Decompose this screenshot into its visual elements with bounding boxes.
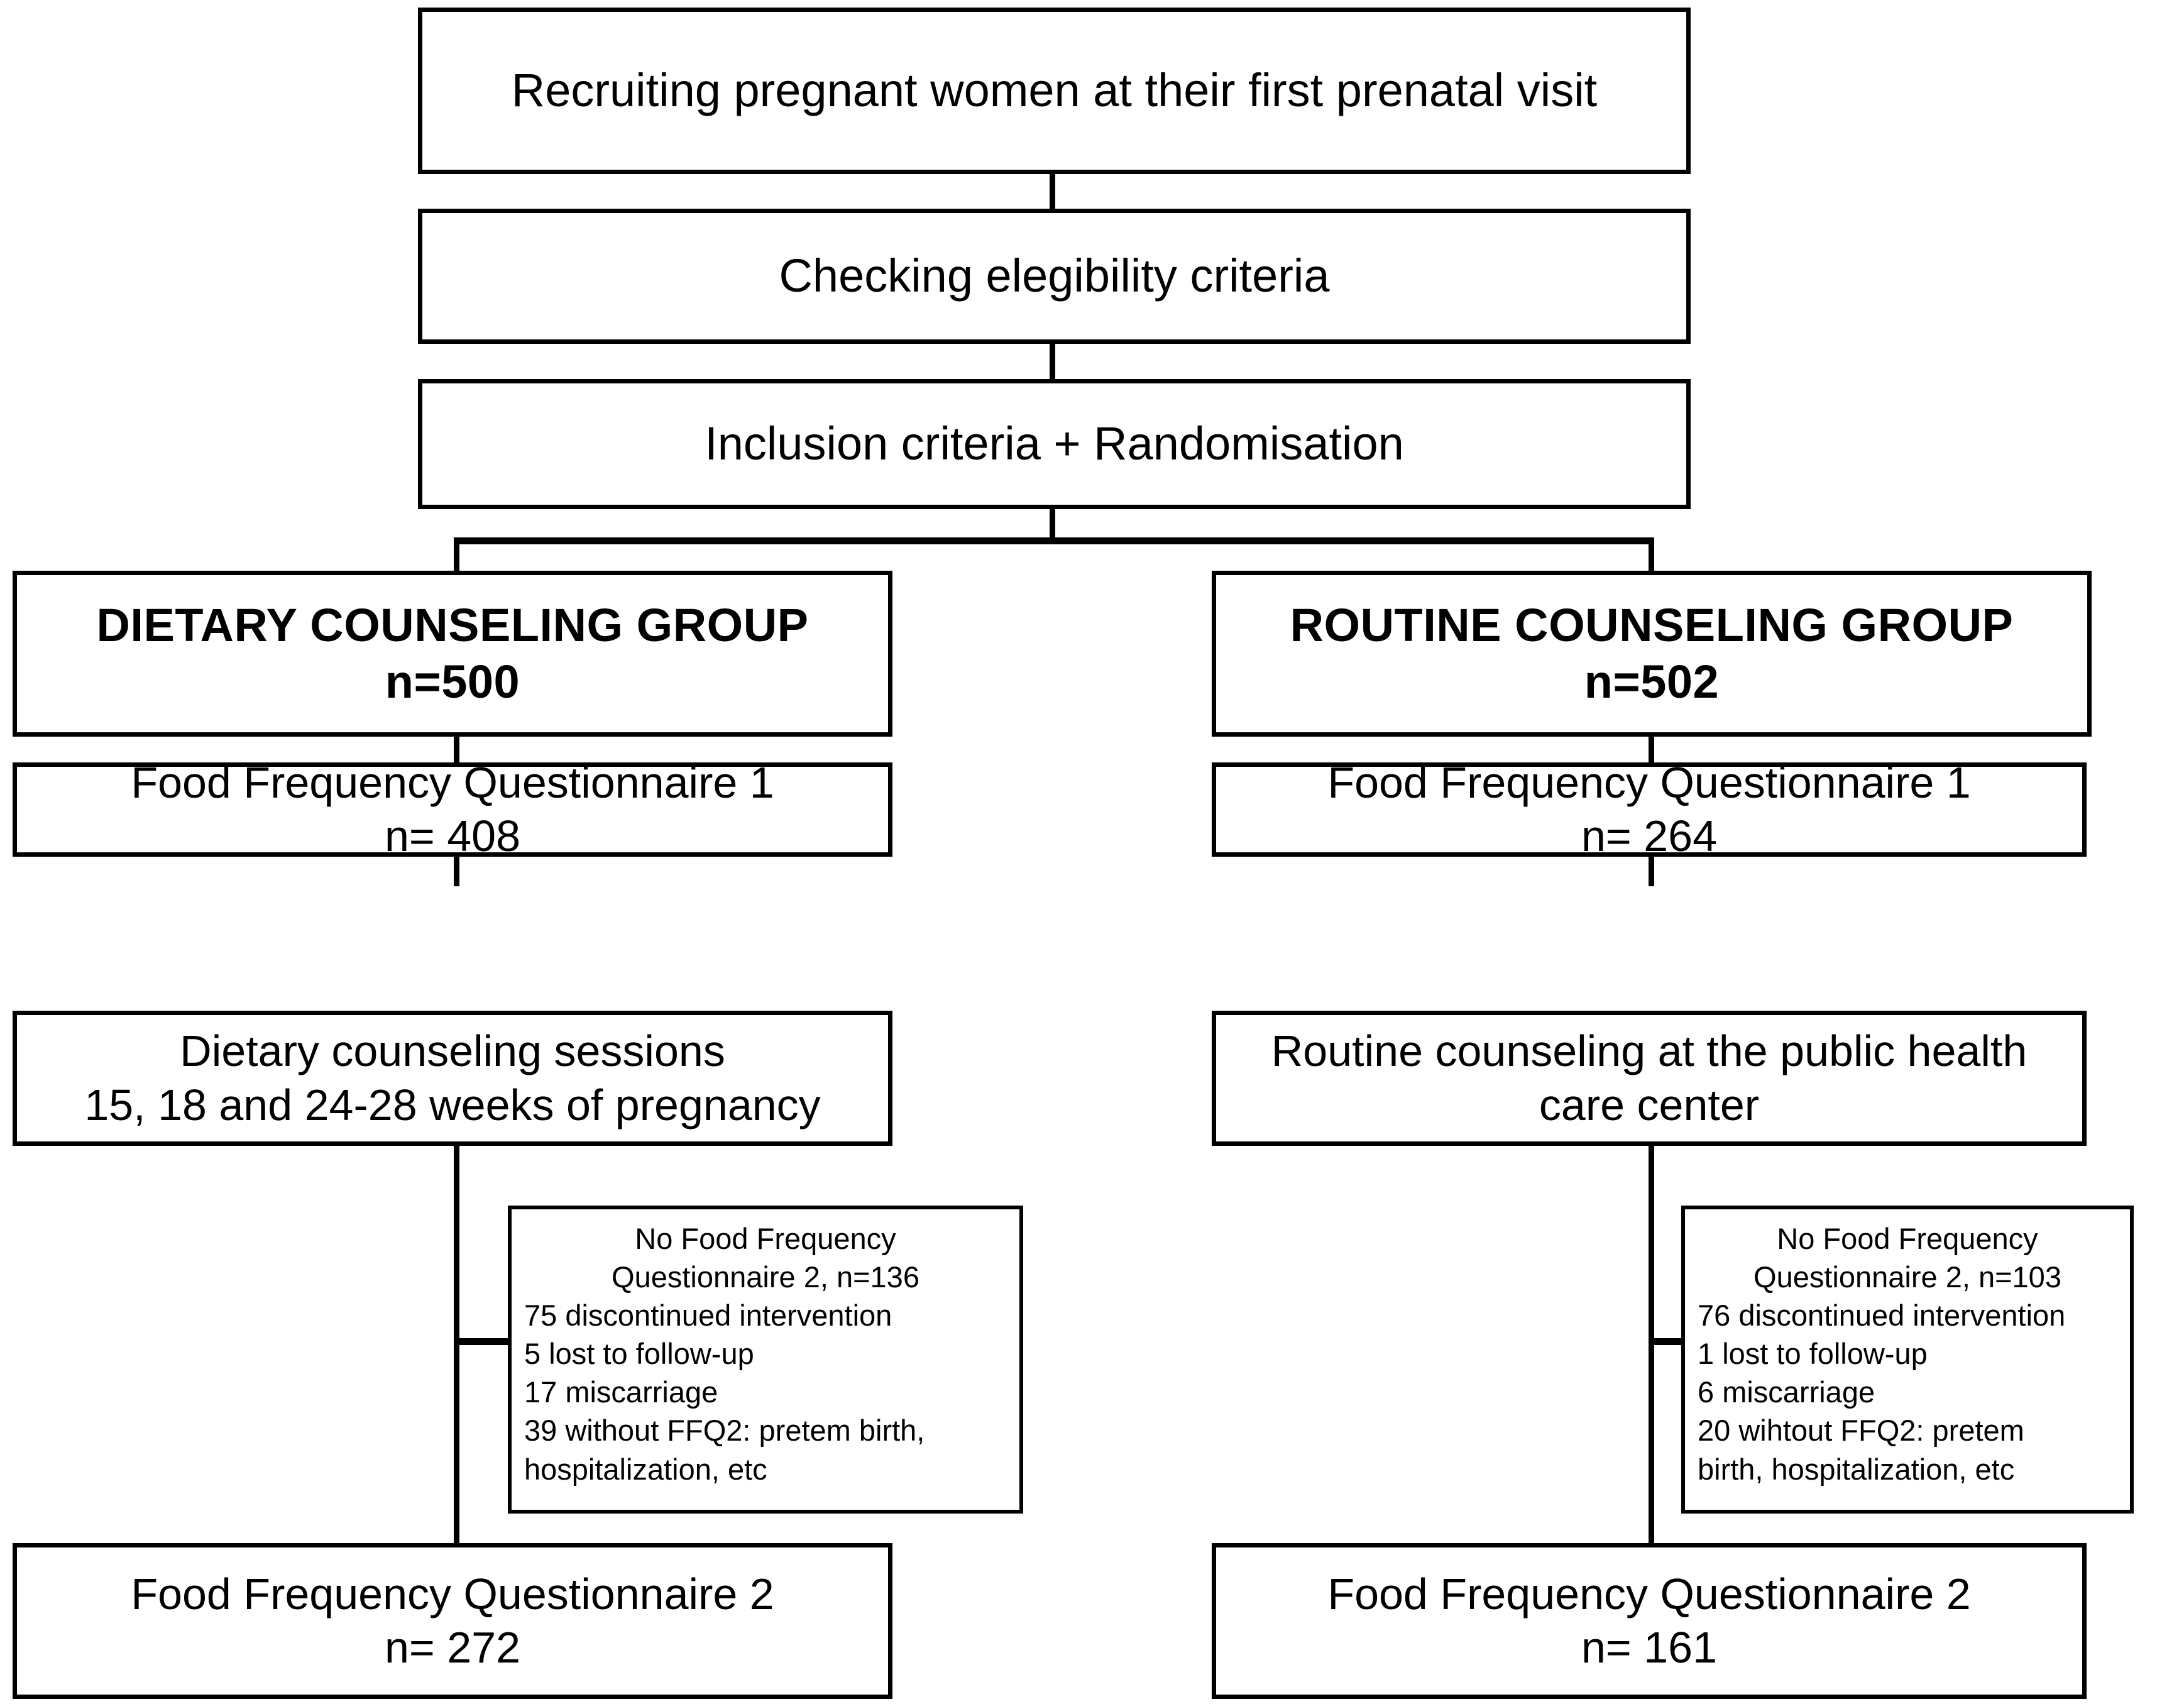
connector-split-to-dietary-group <box>454 537 459 575</box>
connector-left-exclusion-stub <box>454 1338 513 1345</box>
node-inclusion-line1: Inclusion criteria + Randomisation <box>705 417 1404 470</box>
node-excluded-right-line4: 1 lost to follow-up <box>1698 1337 1928 1371</box>
connector-inclusion-stem <box>1050 507 1055 541</box>
node-ffq2-left: Food Frequency Questionnaire 2 n= 272 <box>13 1543 892 1699</box>
node-dietary-group-title: DIETARY COUNSELING GROUP <box>96 598 809 651</box>
node-inclusion-randomisation: Inclusion criteria + Randomisation <box>418 379 1691 509</box>
node-ffq1-left: Food Frequency Questionnaire 1 n= 408 <box>13 758 892 860</box>
node-routine-sessions-line2: care center <box>1539 1080 1760 1130</box>
node-ffq1-left-count: n= 408 <box>384 811 521 860</box>
node-dietary-sessions-line2: 15, 18 and 24-28 weeks of pregnancy <box>84 1080 821 1130</box>
connector-dietary-group-to-ffq1 <box>454 732 459 767</box>
node-excluded-right-line3: 76 discontinued intervention <box>1698 1299 2066 1333</box>
connector-eligibility-to-inclusion <box>1050 343 1055 383</box>
node-ffq1-right-count: n= 264 <box>1581 811 1718 860</box>
node-routine-sessions-line1: Routine counseling at the public health <box>1271 1026 2028 1076</box>
node-dietary-sessions-line1: Dietary counseling sessions <box>180 1026 725 1076</box>
connector-sessions-left-to-ffq2 <box>454 1037 459 1546</box>
connector-right-exclusion-stub <box>1649 1338 1686 1345</box>
node-excluded-left-line1: No Food Frequency <box>635 1222 896 1255</box>
node-excluded-left-line2: Questionnaire 2, n=136 <box>612 1260 919 1294</box>
node-excluded-left: No Food Frequency Questionnaire 2, n=136… <box>508 1206 1023 1514</box>
node-ffq1-right-title: Food Frequency Questionnaire 1 <box>1327 757 1971 807</box>
node-excluded-left-line7: hospitalization, etc <box>524 1452 767 1486</box>
node-dietary-group-count: n=500 <box>385 656 520 708</box>
node-eligibility: Checking elegibility criteria <box>418 209 1691 344</box>
node-excluded-right-line6: 20 wihtout FFQ2: pretem <box>1698 1414 2024 1448</box>
node-ffq2-right-title: Food Frequency Questionnaire 2 <box>1327 1569 1971 1619</box>
node-dietary-sessions: Dietary counseling sessions 15, 18 and 2… <box>13 1011 892 1146</box>
node-routine-sessions: Routine counseling at the public health … <box>1212 1011 2087 1146</box>
node-excluded-left-line4: 5 lost to follow-up <box>524 1337 754 1371</box>
node-excluded-left-line5: 17 miscarriage <box>524 1375 718 1409</box>
connector-routine-group-to-ffq1 <box>1649 732 1654 767</box>
node-routine-group-count: n=502 <box>1584 656 1720 708</box>
node-ffq2-right-count: n= 161 <box>1581 1623 1718 1672</box>
connector-sessions-right-to-ffq2 <box>1649 1037 1654 1546</box>
node-eligibility-line1: Checking elegibility criteria <box>779 250 1330 302</box>
connector-ffq1-to-sessions-right <box>1649 852 1654 886</box>
node-excluded-left-line6: 39 without FFQ2: pretem birth, <box>524 1414 925 1448</box>
node-ffq1-right: Food Frequency Questionnaire 1 n= 264 <box>1212 758 2087 860</box>
connector-recruiting-to-eligibility <box>1050 172 1055 210</box>
node-routine-counseling-group: ROUTINE COUNSELING GROUP n=502 <box>1212 571 2092 737</box>
connector-split-bar <box>454 537 1654 544</box>
connector-split-to-routine-group <box>1649 537 1654 575</box>
node-dietary-counseling-group: DIETARY COUNSELING GROUP n=500 <box>13 571 892 737</box>
node-excluded-right-line5: 6 miscarriage <box>1698 1375 1875 1409</box>
node-ffq1-left-title: Food Frequency Questionnaire 1 <box>131 757 774 807</box>
node-recruiting: Recruiting pregnant women at their first… <box>418 8 1691 174</box>
node-routine-group-title: ROUTINE COUNSELING GROUP <box>1290 598 2014 651</box>
node-recruiting-line1: Recruiting pregnant women at their first… <box>511 64 1598 117</box>
node-ffq2-left-count: n= 272 <box>384 1623 521 1672</box>
connector-ffq1-to-sessions-left <box>454 852 459 886</box>
node-ffq2-left-title: Food Frequency Questionnaire 2 <box>131 1569 774 1619</box>
node-excluded-right-line2: Questionnaire 2, n=103 <box>1753 1260 2061 1294</box>
node-excluded-right: No Food Frequency Questionnaire 2, n=103… <box>1681 1206 2134 1514</box>
node-excluded-left-line3: 75 discontinued intervention <box>524 1299 892 1333</box>
node-excluded-right-line1: No Food Frequency <box>1777 1222 2038 1255</box>
node-ffq2-right: Food Frequency Questionnaire 2 n= 161 <box>1212 1543 2087 1699</box>
node-excluded-right-line7: birth, hospitalization, etc <box>1698 1452 2015 1486</box>
